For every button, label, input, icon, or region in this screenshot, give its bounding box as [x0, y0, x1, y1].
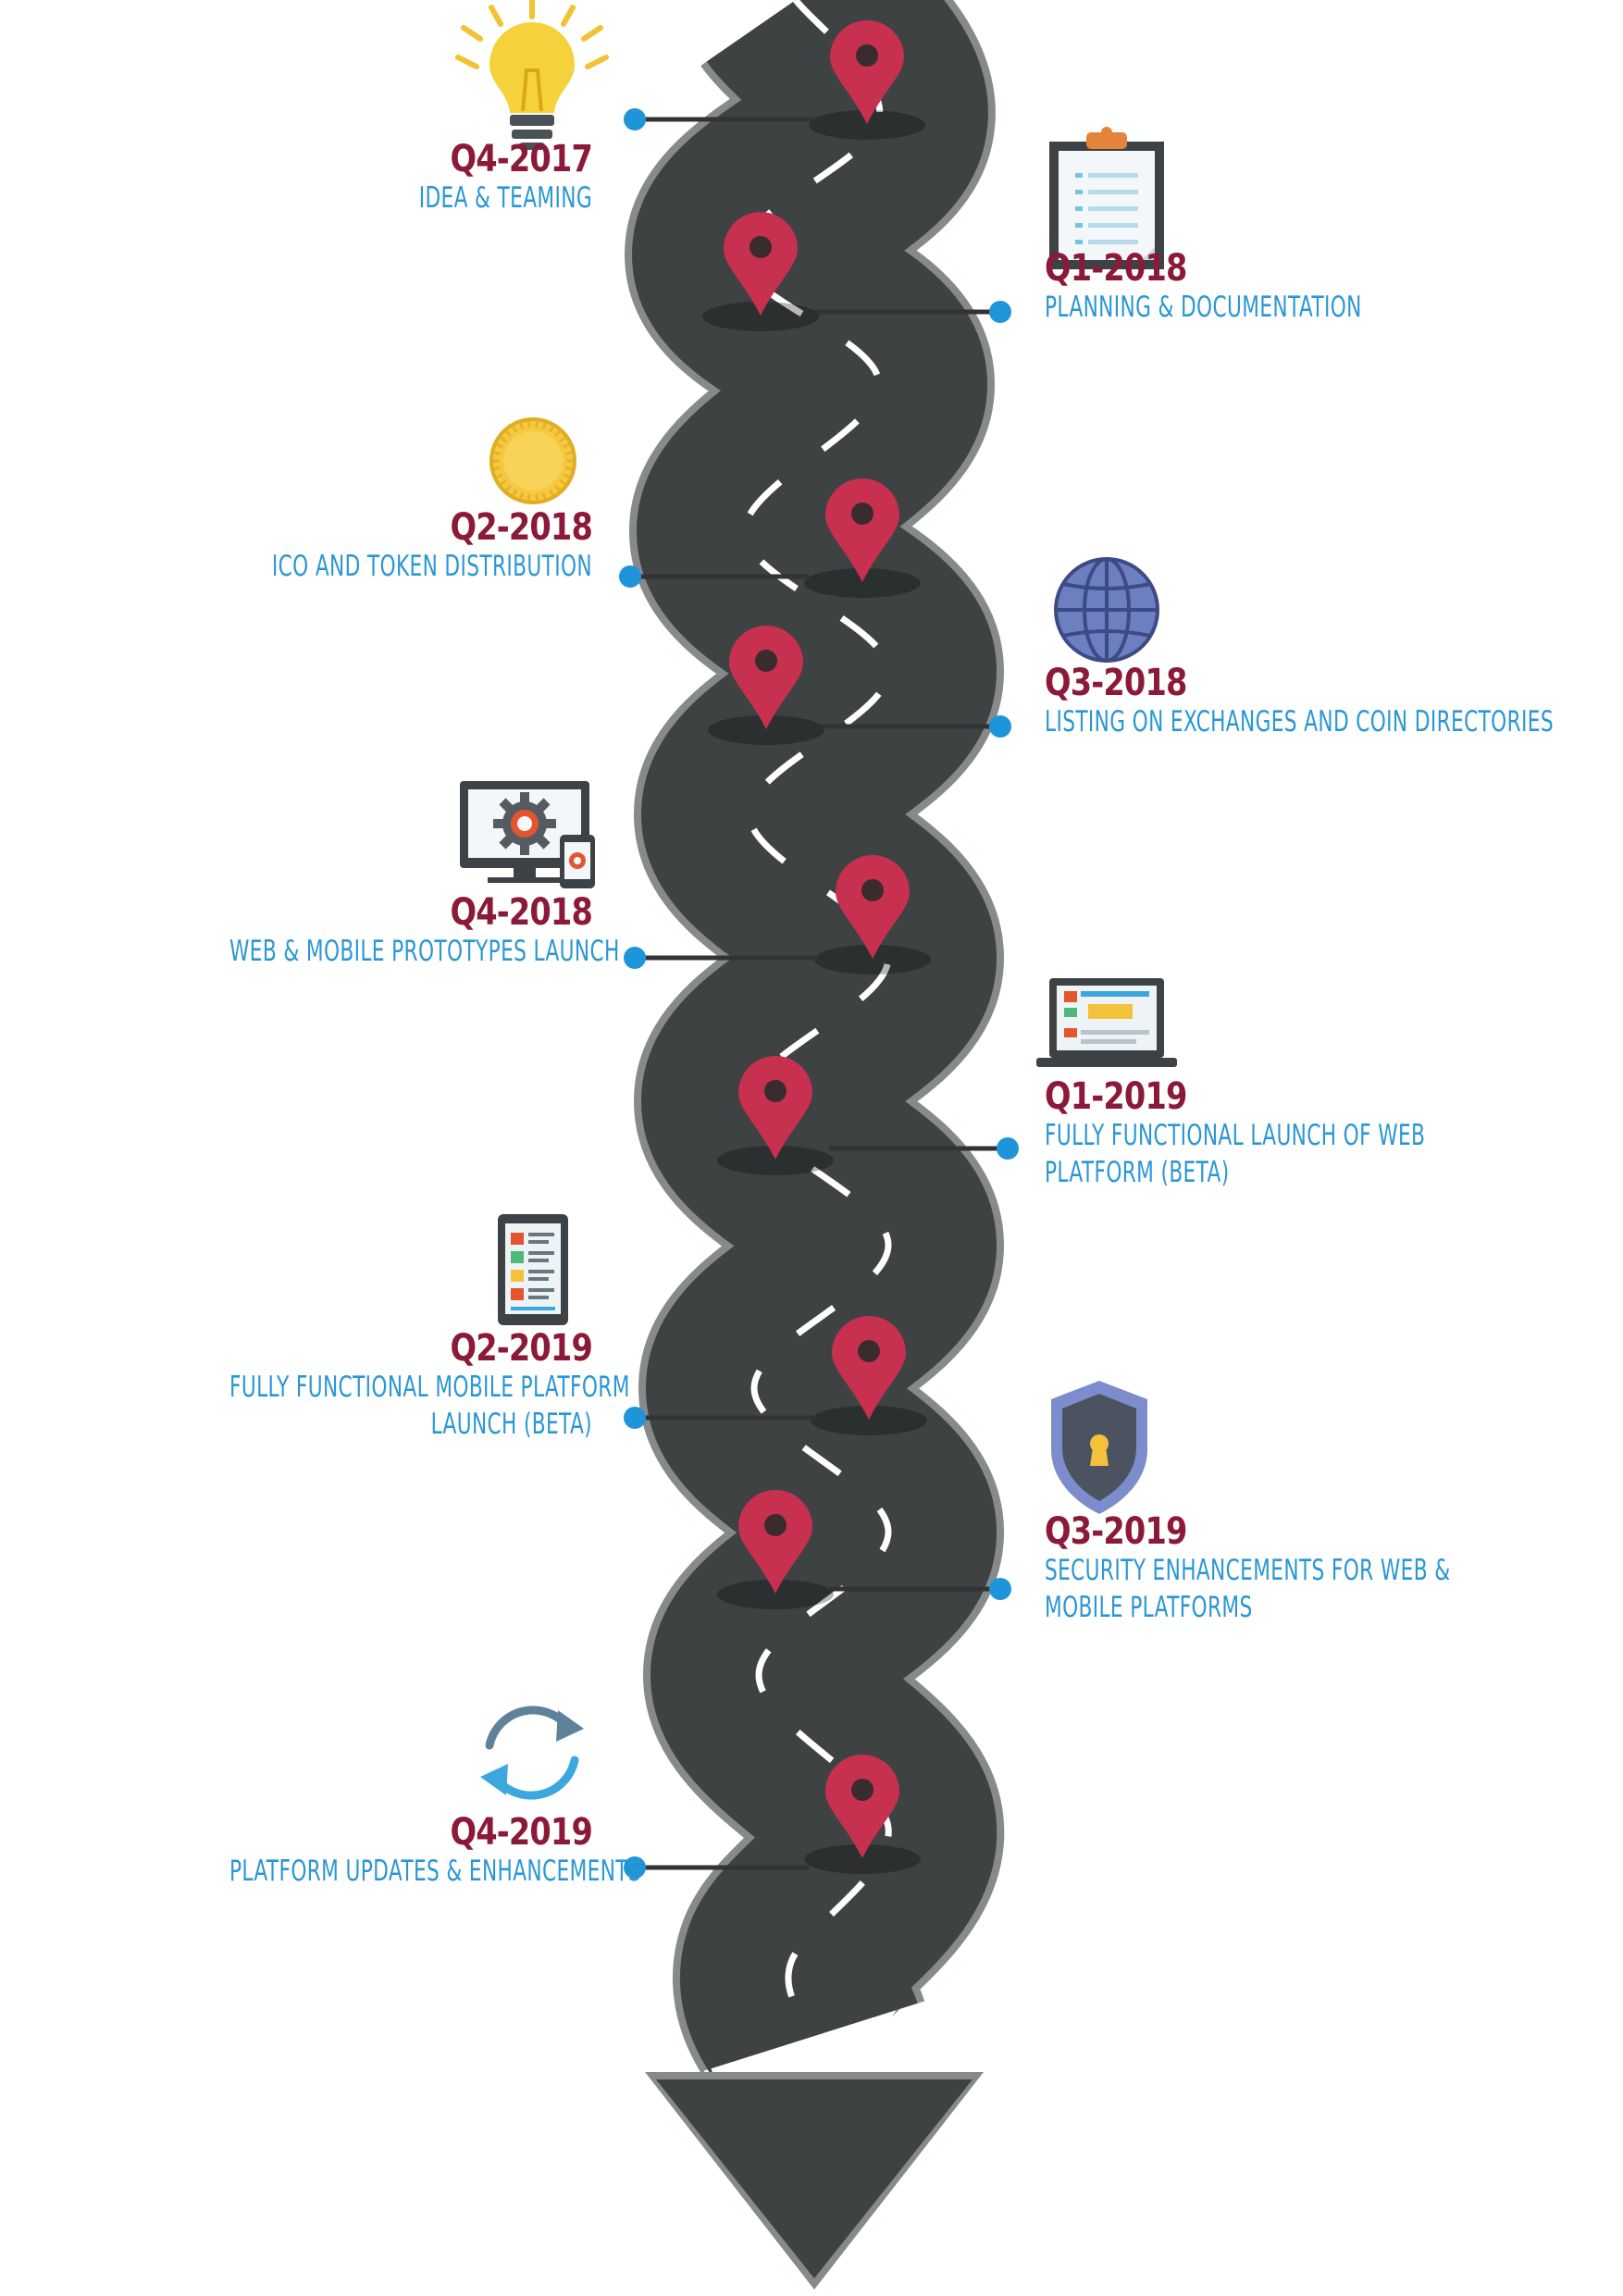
- road-arrow-head: [656, 2079, 973, 2278]
- milestone-description: LISTING ON EXCHANGES AND COIN DIRECTORIE…: [1045, 705, 1554, 738]
- location-pin-icon: [738, 1490, 812, 1594]
- milestone-quarter: Q2-2019: [450, 1327, 592, 1370]
- milestone-quarter: Q3-2018: [1045, 662, 1187, 704]
- milestone-description: PLATFORM UPDATES & ENHANCEMENTS: [229, 1855, 642, 1888]
- milestone-marker: [624, 1316, 927, 1435]
- pin-shadow: [702, 302, 819, 331]
- pin-shadow: [804, 1844, 921, 1874]
- milestone-description: ICO AND TOKEN DISTRIBUTION: [271, 550, 592, 583]
- connector-dot: [624, 1856, 646, 1879]
- globe-icon: [1054, 557, 1159, 663]
- milestone-description: PLATFORM (BETA): [1045, 1156, 1230, 1189]
- pin-shadow: [809, 110, 925, 140]
- connector-dot: [619, 565, 641, 588]
- location-pin-icon: [825, 478, 899, 582]
- pin-shadow: [717, 1580, 834, 1609]
- milestone-marker: [717, 1056, 1019, 1175]
- milestone-marker: [624, 1755, 921, 1879]
- pin-shadow: [811, 1406, 927, 1435]
- milestone-quarter: Q4-2019: [450, 1811, 592, 1854]
- laptop-icon: [1036, 978, 1177, 1067]
- milestone-marker: [619, 478, 921, 598]
- road: [624, 0, 1005, 2290]
- milestone-description: FULLY FUNCTIONAL MOBILE PLATFORM: [229, 1371, 630, 1404]
- milestone-marker: [624, 855, 931, 974]
- markers: [455, 0, 1177, 1879]
- lane-marking: [737, 0, 892, 2038]
- location-pin-icon: [836, 855, 910, 959]
- location-pin-icon: [724, 212, 798, 316]
- pin-shadow: [717, 1146, 834, 1175]
- location-pin-icon: [825, 1755, 899, 1858]
- clipboard-icon: [1049, 127, 1164, 269]
- location-pin-icon: [729, 626, 803, 729]
- milestone-description: PLANNING & DOCUMENTATION: [1045, 291, 1362, 324]
- coin-icon: [489, 417, 576, 504]
- milestone-quarter: Q4-2018: [450, 891, 592, 934]
- monitor-gear-icon: [460, 781, 595, 888]
- connector-dot: [989, 715, 1011, 738]
- pin-hole: [861, 879, 884, 901]
- pin-hole: [851, 503, 873, 525]
- pin-hole: [851, 1779, 873, 1801]
- refresh-icon: [480, 1706, 584, 1800]
- milestone-description: IDEA & TEAMING: [418, 181, 592, 215]
- milestone-description: LAUNCH (BETA): [430, 1408, 592, 1441]
- tablet-icon: [498, 1214, 568, 1325]
- milestone-description: WEB & MOBILE PROTOTYPES LAUNCH: [229, 935, 620, 968]
- pin-hole: [764, 1514, 787, 1536]
- milestone-quarter: Q4-2017: [450, 138, 592, 180]
- connector-dot: [624, 1407, 646, 1429]
- pin-hole: [856, 44, 878, 67]
- connector-dot: [624, 947, 646, 969]
- connector-dot: [997, 1137, 1019, 1160]
- pin-hole: [764, 1080, 787, 1102]
- pin-shadow: [804, 568, 921, 598]
- connector-dot: [989, 1578, 1011, 1600]
- milestone-marker: [717, 1490, 1011, 1609]
- pin-hole: [858, 1340, 880, 1362]
- milestone-quarter: Q1-2018: [1045, 247, 1187, 290]
- milestone-description: MOBILE PLATFORMS: [1045, 1591, 1253, 1624]
- milestone-marker: [702, 212, 1011, 331]
- shield-lock-icon: [1051, 1381, 1147, 1514]
- milestone-marker: [708, 626, 1011, 745]
- milestone-quarter: Q3-2019: [1045, 1510, 1187, 1553]
- milestone-quarter: Q2-2018: [450, 506, 592, 549]
- milestone-quarter: Q1-2019: [1045, 1075, 1187, 1118]
- milestone-marker: [624, 20, 925, 140]
- pin-hole: [755, 650, 777, 672]
- location-pin-icon: [738, 1056, 812, 1160]
- pin-shadow: [814, 945, 931, 974]
- pin-hole: [750, 236, 772, 258]
- lightbulb-icon: [455, 0, 609, 150]
- location-pin-icon: [830, 20, 904, 124]
- connector-dot: [989, 301, 1011, 323]
- milestone-description: SECURITY ENHANCEMENTS FOR WEB &: [1045, 1554, 1451, 1587]
- location-pin-icon: [832, 1316, 906, 1420]
- pin-shadow: [708, 715, 824, 745]
- connector-dot: [624, 108, 646, 130]
- milestone-description: FULLY FUNCTIONAL LAUNCH OF WEB: [1045, 1119, 1426, 1152]
